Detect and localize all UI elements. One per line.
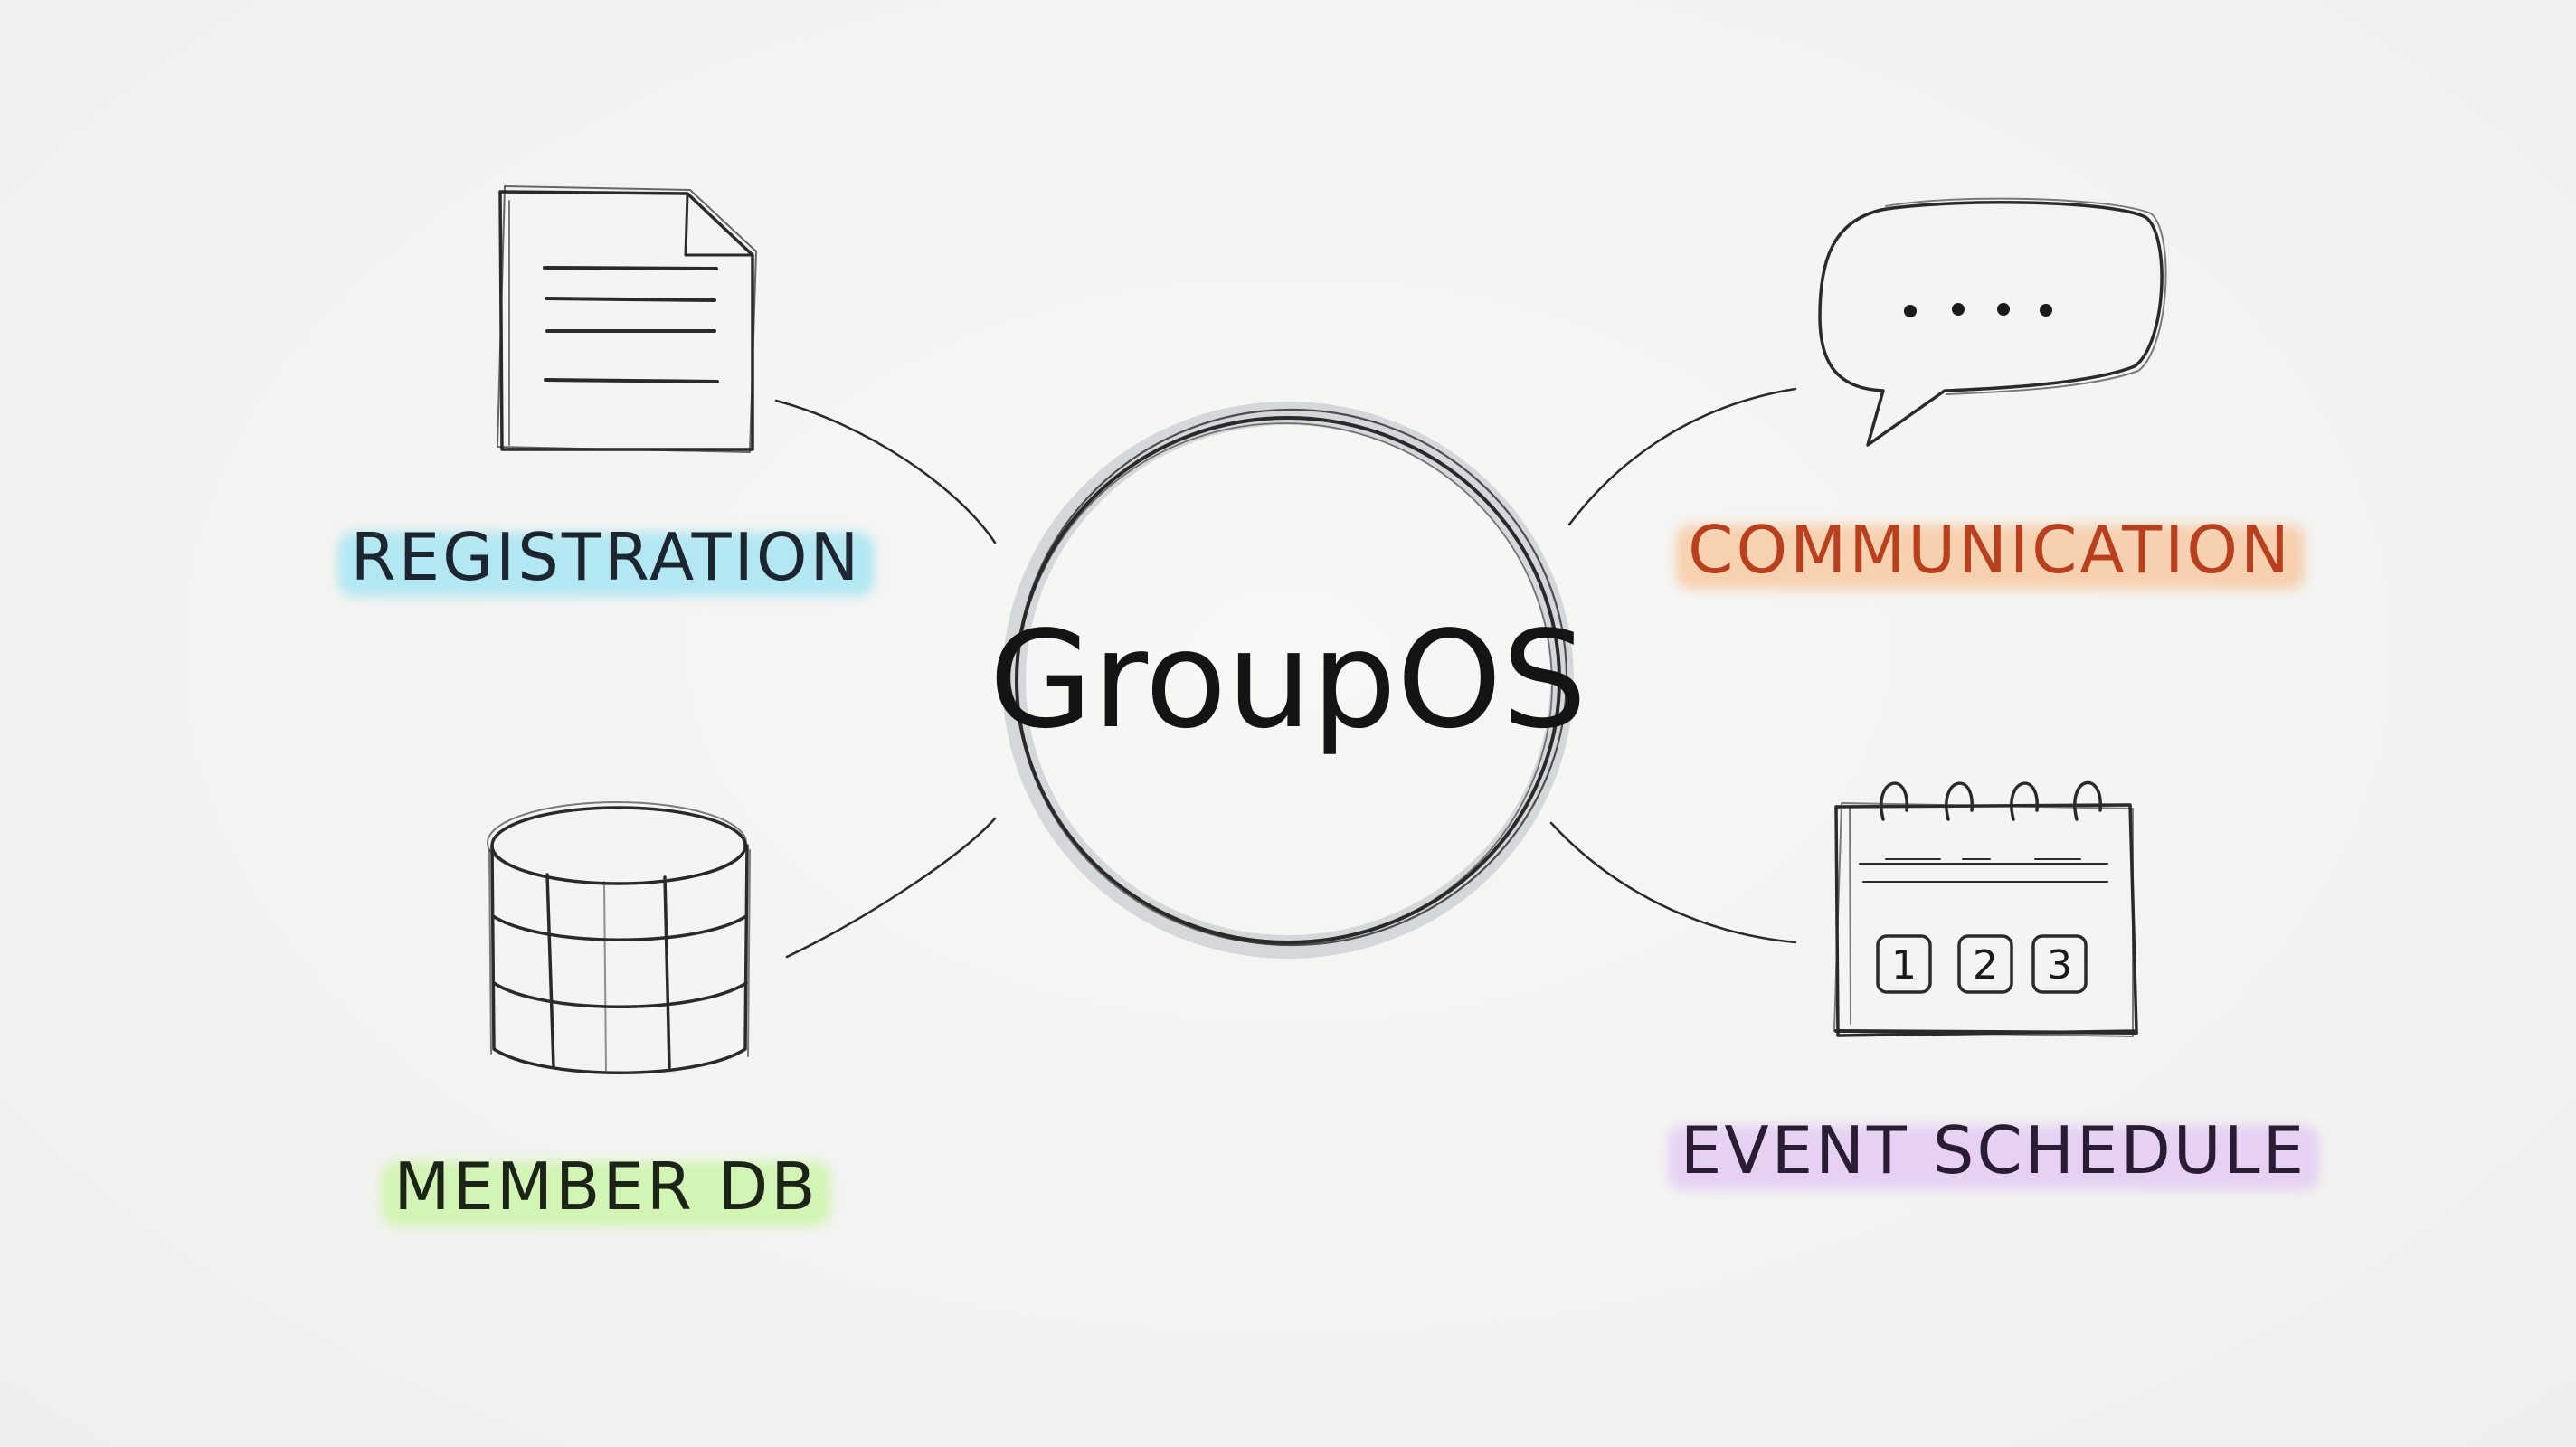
center-title: GroupOS xyxy=(989,602,1587,758)
database-icon xyxy=(487,801,751,1074)
calendar-day-1: 1 xyxy=(1891,942,1917,988)
label-registration: REGISTRATION xyxy=(337,525,875,597)
label-text: REGISTRATION xyxy=(350,519,862,595)
calendar-icon xyxy=(1833,780,2138,1037)
calendar-day-numbers: 1 2 3 xyxy=(1891,942,2072,988)
label-text: EVENT SCHEDULE xyxy=(1680,1112,2307,1188)
label-text: MEMBER DB xyxy=(393,1149,819,1225)
label-event-schedule: EVENT SCHEDULE xyxy=(1667,1118,2320,1190)
connector-event-schedule xyxy=(1549,821,1797,944)
label-highlight xyxy=(381,1161,831,1226)
speech-bubble-icon xyxy=(1818,197,2167,447)
connector-registration xyxy=(774,399,997,544)
ellipsis-dots xyxy=(1904,303,2052,317)
label-member-db: MEMBER DB xyxy=(381,1154,831,1226)
calendar-day-2: 2 xyxy=(1973,942,1998,988)
label-text: COMMUNICATION xyxy=(1688,512,2292,588)
label-highlight xyxy=(337,532,875,597)
connector-communication xyxy=(1567,387,1797,526)
document-icon xyxy=(497,185,757,453)
label-highlight xyxy=(1667,1125,2320,1190)
calendar-day-3: 3 xyxy=(2047,942,2072,988)
connector-member-db xyxy=(785,817,997,959)
label-highlight xyxy=(1675,525,2305,590)
label-communication: COMMUNICATION xyxy=(1675,517,2305,590)
hub-circle xyxy=(1002,402,1574,959)
